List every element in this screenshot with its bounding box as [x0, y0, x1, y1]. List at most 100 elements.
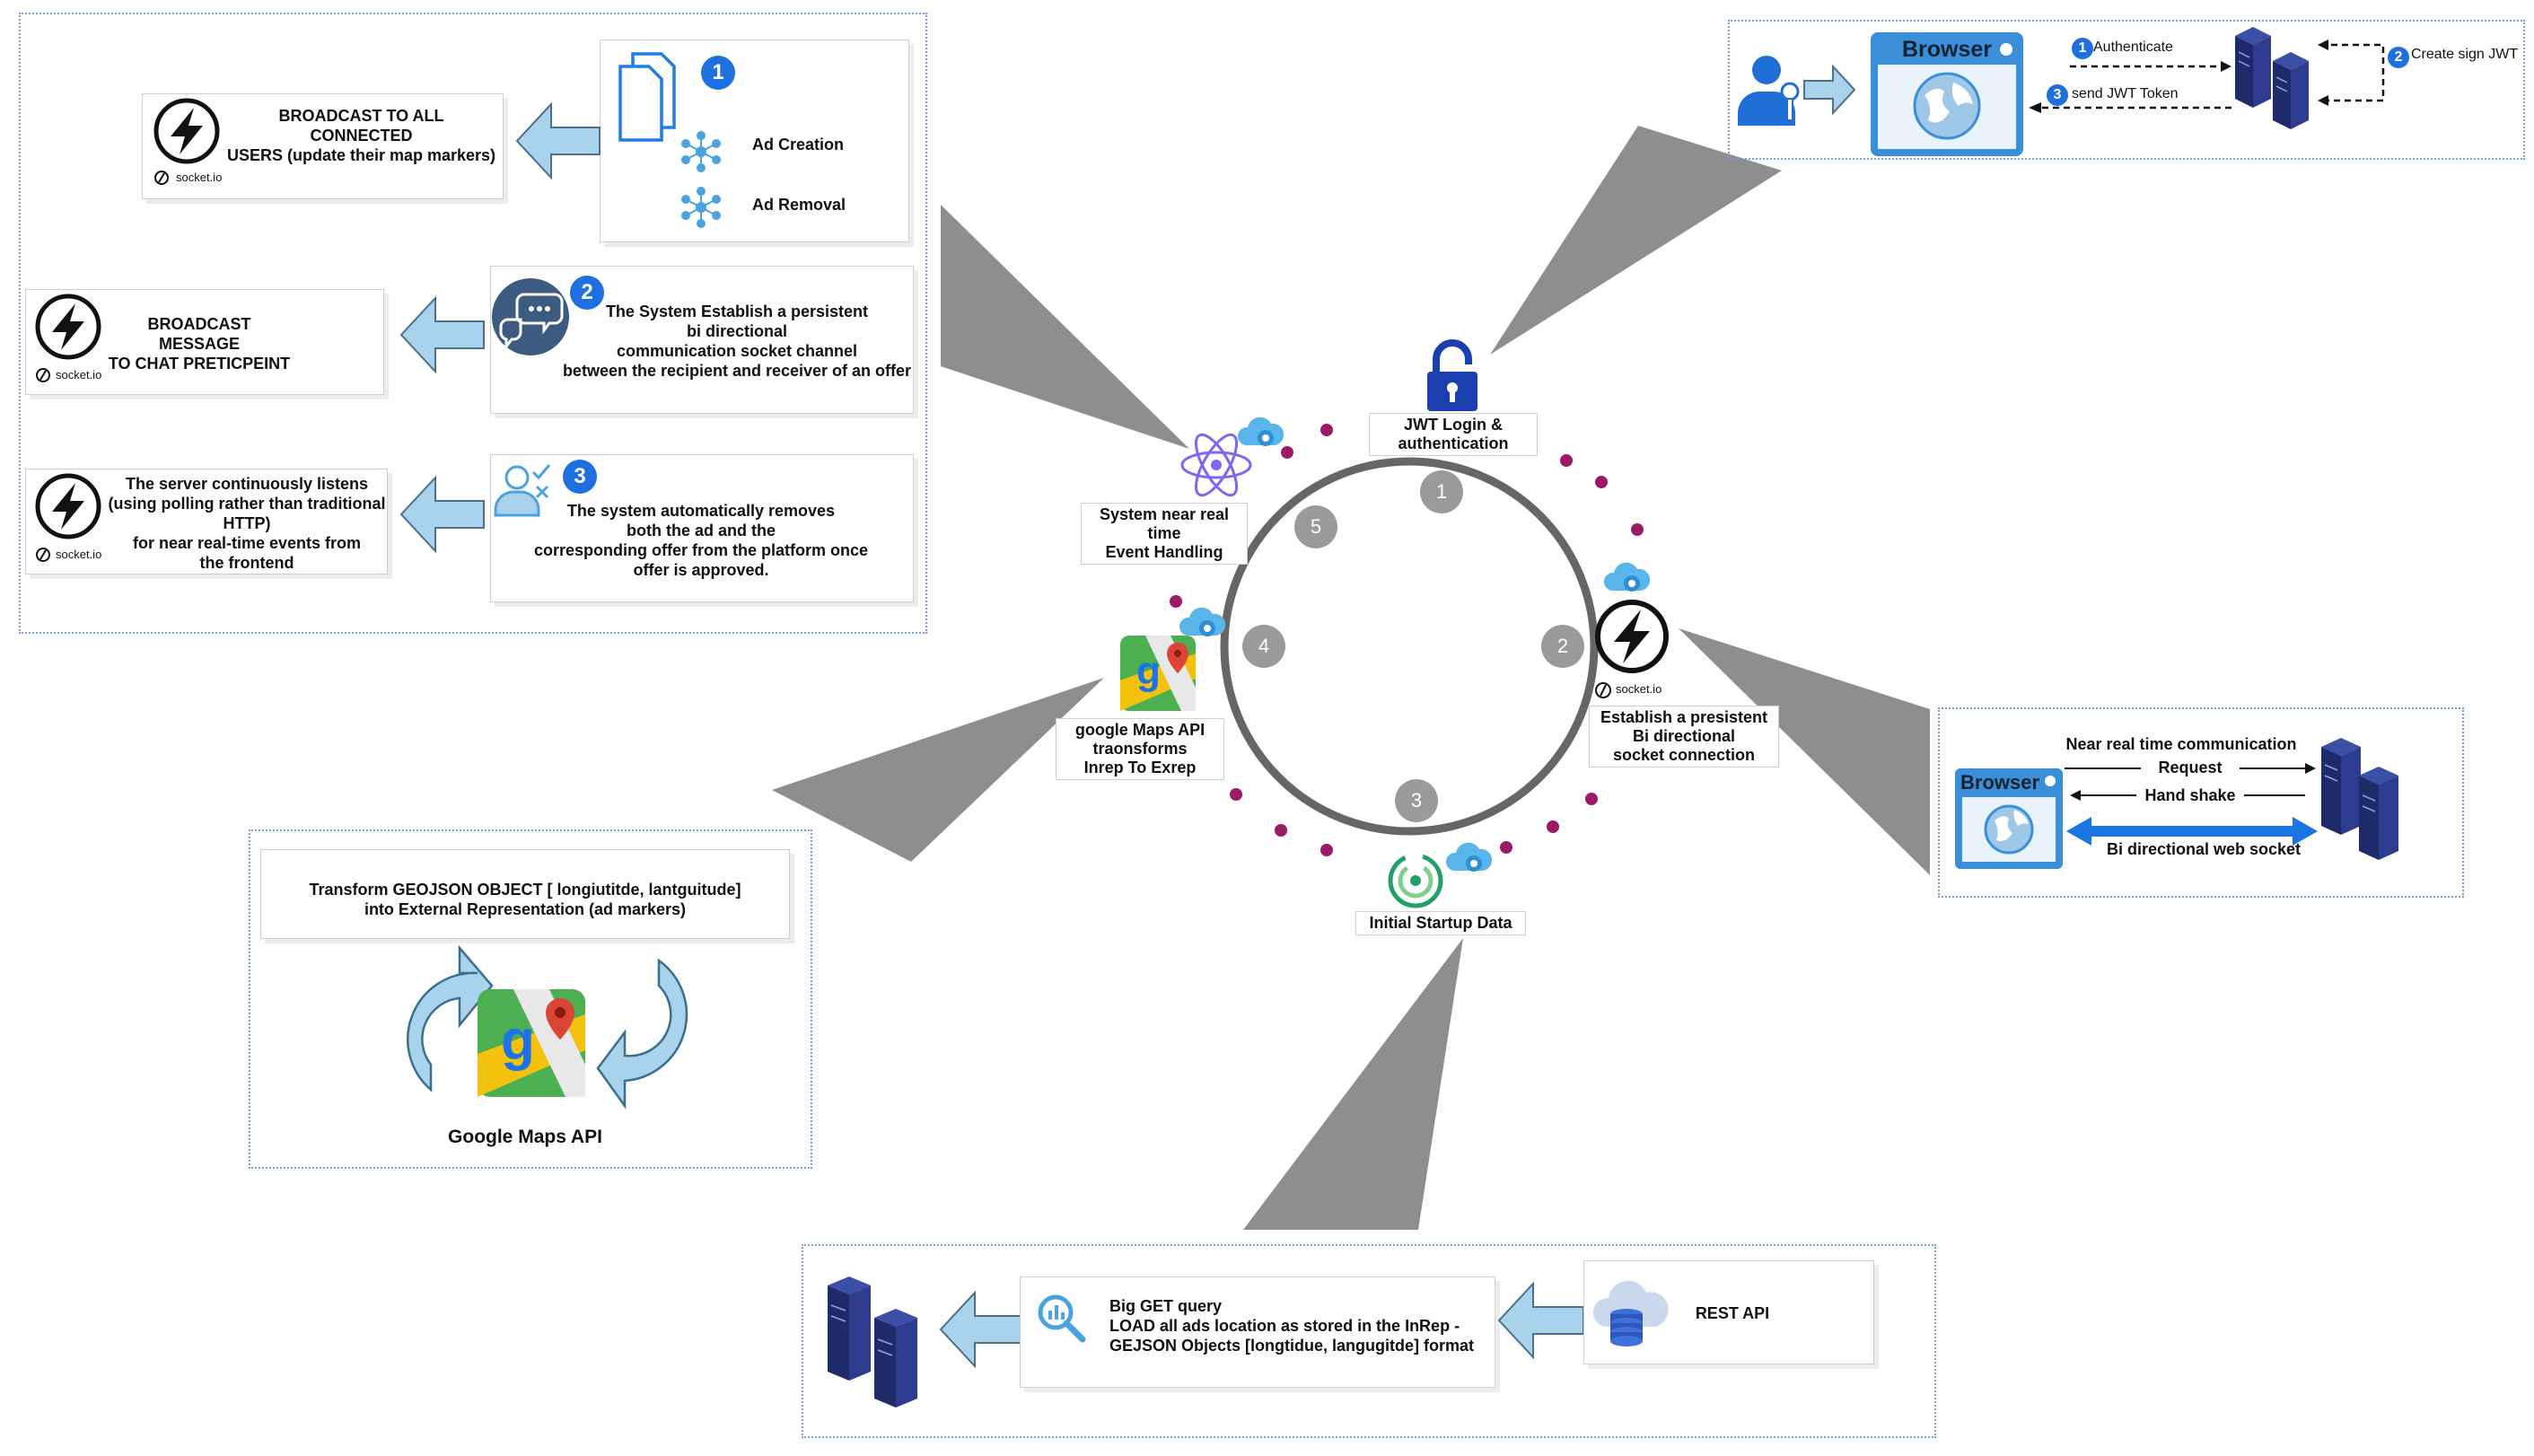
cloud-gear-icon — [1445, 842, 1493, 872]
socketio-logo-icon — [35, 294, 101, 382]
google-maps-icon: g — [478, 989, 585, 1097]
socketio-logo-text: socket.io — [1616, 682, 1662, 696]
server-icon — [2321, 738, 2398, 860]
broadcast-all-text: BROADCAST TO ALL CONNECTED USERS (update… — [226, 107, 496, 164]
refresh-left-arrow-icon — [407, 944, 494, 1092]
socketio-logo-icon — [1595, 600, 1669, 698]
server-icon — [2235, 27, 2309, 129]
auto-remove-card — [490, 454, 914, 602]
arrow-left-icon — [399, 295, 485, 374]
globe-icon — [1984, 804, 2034, 855]
broadcast-chat-text: BROADCAST MESSAGE TO CHAT PRETICPEINT — [108, 315, 291, 373]
search-analytics-icon — [1038, 1294, 1086, 1343]
ring-dot — [1500, 841, 1513, 854]
browser-toggle — [2000, 43, 2012, 56]
cloud-gear-icon — [1603, 562, 1651, 592]
socketio-logo-text: socket.io — [56, 368, 102, 382]
socketio-logo-icon — [35, 473, 101, 562]
jwt-badge-1: 1 — [2072, 38, 2093, 59]
globe-icon — [1913, 72, 1981, 140]
query-card — [1020, 1276, 1495, 1388]
arrow-left-icon — [939, 1290, 1026, 1369]
step-badge-1: 1 — [701, 56, 735, 90]
maps-caption: google Maps API traonsforms Inrep To Exr… — [1056, 718, 1224, 780]
socket-caption: Establish a presistent Bi directional so… — [1589, 706, 1779, 767]
browser-window: Browser — [1871, 32, 2023, 156]
ad-removal-icon — [681, 187, 721, 228]
wedge-top-left — [941, 205, 1189, 449]
cloud-gear-icon — [1179, 607, 1226, 636]
polling-text: The server continuously listens (using p… — [108, 475, 386, 572]
arrow-left-icon — [1497, 1281, 1584, 1360]
wedge-left — [772, 678, 1104, 862]
transform-text: Transform GEOJSON OBJECT [ longiutitde, … — [309, 881, 741, 918]
ad-creation-label: Ad Creation — [752, 136, 845, 153]
ring-dot — [1320, 424, 1333, 436]
hub-step-3: 3 — [1395, 779, 1438, 822]
jwt-flow-arrows — [2029, 39, 2385, 113]
jwt-badge-3: 3 — [2047, 84, 2068, 106]
browser-label: Browser — [1960, 771, 2040, 794]
ad-creation-icon — [681, 131, 721, 172]
step-badge-3: 3 — [563, 460, 597, 494]
create-sign-label: Create sign JWT — [2411, 47, 2519, 62]
hub-step-5: 5 — [1294, 505, 1337, 548]
user-key-icon — [1738, 56, 1800, 126]
file-copy-icon — [618, 52, 676, 142]
ad-removal-label: Ad Removal — [752, 196, 846, 214]
browser-toggle — [2045, 776, 2056, 786]
wedge-top-right — [1490, 126, 1782, 355]
handshake-label: Hand shake — [2136, 785, 2244, 805]
arrow-right-icon — [1803, 64, 1856, 116]
svg-text:g: g — [1136, 649, 1161, 693]
jwt-caption: JWT Login & authentication — [1369, 413, 1538, 456]
socketio-logo-text: socket.io — [56, 548, 102, 561]
event-handling-panel — [19, 13, 927, 634]
maps-label: Google Maps API — [448, 1127, 602, 1147]
websocket-label: Bi directional web socket — [2106, 840, 2302, 858]
wedge-bottom — [1243, 938, 1463, 1230]
socketio-logo-icon — [153, 98, 220, 185]
wedge-right — [1679, 628, 1930, 875]
chat-bubbles-icon — [492, 278, 569, 355]
browser-label: Browser — [1901, 37, 1993, 62]
ring-dot — [1170, 595, 1182, 608]
cloud-gear-icon — [1237, 417, 1285, 446]
query-text: Big GET query LOAD all ads location as s… — [1109, 1297, 1475, 1355]
authenticate-label: Authenticate — [2093, 39, 2173, 55]
step-badge-2: 2 — [570, 276, 604, 310]
rest-panel — [802, 1244, 1936, 1438]
arrow-left-icon — [515, 101, 601, 180]
rest-label: REST API — [1695, 1304, 1770, 1322]
refresh-right-arrow-icon — [596, 958, 688, 1110]
user-approve-icon — [494, 464, 551, 517]
ring-dot — [1547, 820, 1559, 833]
ring-dot — [1320, 844, 1333, 856]
arrow-left-icon — [399, 475, 485, 554]
hub-step-1: 1 — [1420, 470, 1463, 513]
auto-remove-text: The system automatically removes both th… — [533, 502, 869, 579]
websocket-panel — [1938, 707, 2464, 898]
hub-step-2: 2 — [1541, 625, 1584, 668]
ring-dot — [1275, 824, 1287, 837]
browser-window: Browser — [1955, 768, 2063, 869]
ring-dot — [1631, 523, 1644, 536]
maps-transform-panel — [249, 829, 812, 1169]
hub-step-4: 4 — [1242, 625, 1285, 668]
transform-card — [260, 849, 790, 939]
ring-dot — [1560, 454, 1573, 467]
google-maps-icon: g — [1120, 636, 1196, 711]
request-label: Request — [2141, 758, 2240, 777]
socketio-logo-text: socket.io — [176, 171, 223, 184]
server-icon — [828, 1276, 917, 1408]
startup-data-icon — [1388, 853, 1443, 908]
hub-ring — [1220, 457, 1599, 836]
websocket-heading: Near real time communication — [2065, 735, 2297, 753]
jwt-panel — [1728, 20, 2525, 160]
realtime-caption: System near real time Event Handling — [1081, 503, 1248, 565]
lock-icon — [1427, 339, 1477, 411]
ring-dot — [1585, 793, 1598, 805]
svg-text:g: g — [501, 1010, 535, 1072]
send-token-label: send JWT Token — [2072, 86, 2179, 101]
